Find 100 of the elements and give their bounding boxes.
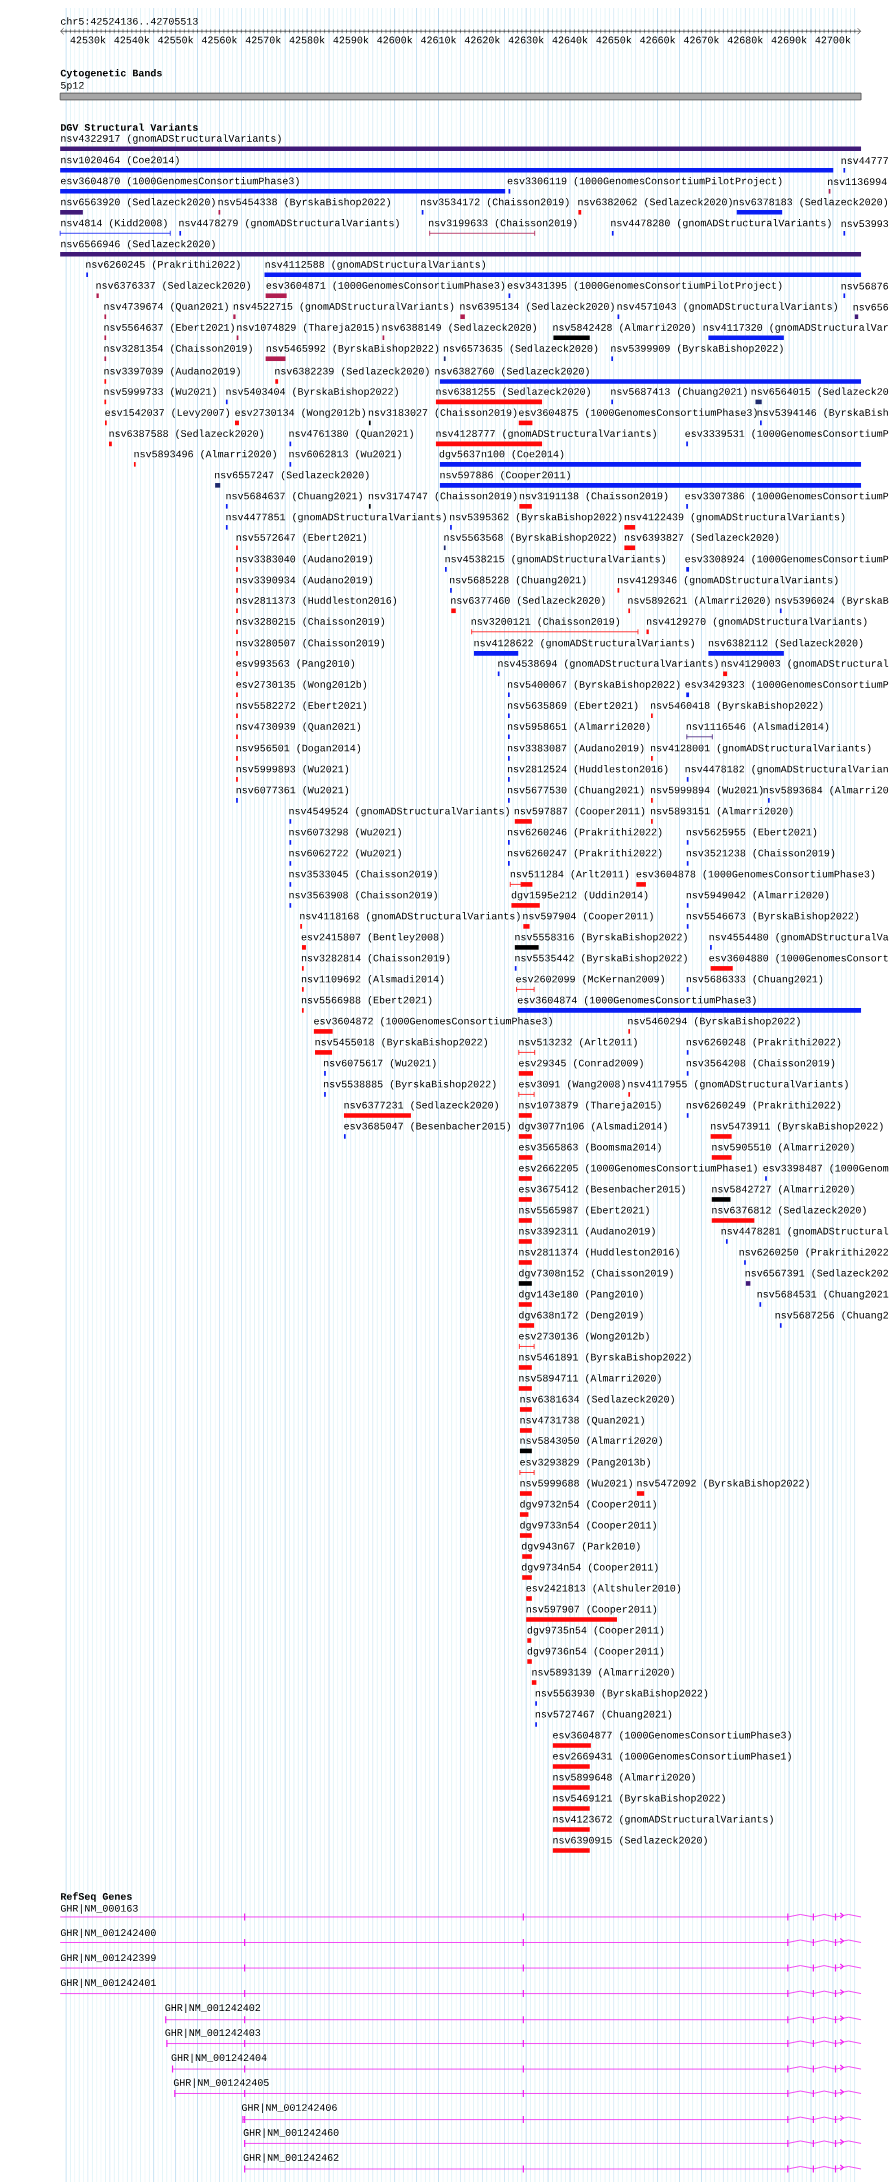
variant-label: nsv4129346 (gnomADStructuralVariants): [618, 576, 838, 586]
variant-label: nsv956501 (Dogan2014): [236, 744, 361, 754]
variant-label: nsv3200121 (Chaisson2019): [471, 617, 620, 627]
variant-label: nsv5563930 (ByrskaBishop2022): [535, 1689, 708, 1699]
variant-label: nsv5472092 (ByrskaBishop2022): [637, 1479, 809, 1489]
variant-label: esv3604880 (1000GenomesConsort: [709, 954, 888, 964]
variant-label: dgv9735n54 (Cooper2011): [527, 1626, 664, 1636]
variant-label: nsv3534172 (Chaisson2019): [421, 198, 569, 208]
variant-label: nsv56876: [841, 282, 889, 290]
variant-label: nsv3521238 (Chaisson2019): [686, 849, 835, 859]
gene-label: GHR|NM_001242402: [165, 2003, 261, 2013]
variant-label: nsv2811373 (Huddleston2016): [236, 596, 397, 606]
variant-label: nsv5999893 (Wu2021): [236, 765, 349, 775]
variant-label: nsv5842428 (Almarri2020): [553, 323, 695, 333]
variant-label: nsv3383087 (Audano2019): [507, 744, 644, 754]
variant-label: nsv4129270 (gnomADStructuralVariants): [647, 617, 867, 627]
variant-label: esv3307386 (1000GenomesConsortiumP: [685, 492, 889, 502]
variant-label: nsv5566988 (Ebert2021): [301, 996, 432, 1006]
variant-label: esv2662205 (1000GenomesConsortiumPhase1): [519, 1164, 757, 1174]
variant-label: nsv5687256 (Chuang2: [775, 1311, 888, 1321]
variant-label: nsv4761380 (Quan2021): [289, 429, 413, 439]
variant-label: nsv1116546 (Alsmadi2014): [686, 722, 829, 732]
variant-label: nsv6077361 (Wu2021): [236, 786, 349, 796]
variant-label: nsv6387588 (Sedlazeck2020): [109, 429, 263, 439]
variant-label: nsv5727467 (Chuang2021): [535, 1710, 672, 1720]
tick-label: 42650k: [596, 36, 632, 44]
variant-label: nsv4538694 (gnomADStructuralVariants): [498, 659, 718, 669]
variant-label: nsv6073298 (Wu2021): [289, 828, 401, 838]
variant-label: nsv4538215 (gnomADStructuralVariants): [445, 555, 665, 565]
variant-label: nsv5958651 (Almarri2020): [507, 722, 650, 732]
variant-label: nsv3280215 (Chaisson2019): [236, 617, 385, 627]
variant-label: dgv9736n54 (Cooper2011): [527, 1647, 664, 1657]
variant-label: nsv5684531 (Chuang2021: [757, 1290, 889, 1300]
variant-label: nsv513232 (Arlt2011): [519, 1038, 637, 1048]
tick-label: 42680k: [727, 36, 763, 44]
variant-label: nsv6377460 (Sedlazeck2020): [451, 596, 605, 606]
variant-label: esv3604872 (1000GenomesConsortiumPhase3): [314, 1017, 552, 1027]
variant-label: nsv4814 (Kidd2008): [61, 219, 167, 229]
variant-label: nsv4554480 (gnomADStructuralVa: [709, 933, 889, 943]
variant-label: nsv4122439 (gnomADStructuralVariants): [624, 513, 845, 523]
variant-label: nsv3199633 (Chaisson2019): [429, 219, 577, 229]
variant-label: dgv3077n106 (Alsmadi2014): [519, 1122, 667, 1132]
variant-label: esv3293829 (Pang2013b): [520, 1458, 650, 1468]
variant-label: esv3685047 (Besenbacher2015): [344, 1122, 510, 1132]
variant-label: nsv5394146 (ByrskaBish: [757, 408, 888, 418]
variant-label: nsv3533045 (Chaisson2019): [289, 870, 437, 880]
variant-label: nsv3281354 (Chaisson2019): [104, 344, 252, 354]
variant-label: nsv6376812 (Sedlazeck2020): [712, 1206, 866, 1216]
variant-label: esv3091 (Wang2008): [519, 1080, 625, 1090]
variant-label: nsv5999894 (Wu2021): [651, 786, 763, 796]
variant-label: nsv5843050 (Almarri2020): [520, 1436, 662, 1446]
variant-label: nsv5892621 (Almarri2020): [628, 596, 770, 606]
variant-label: nsv5893139 (Almarri2020): [532, 1668, 674, 1678]
variant-label: esv3675412 (Besenbacher2015): [519, 1185, 685, 1195]
variant-label: esv2730134 (Wong2012b): [235, 408, 365, 418]
variant-label: nsv597886 (Cooper2011): [440, 471, 570, 481]
variant-label: esv2669431 (1000GenomesConsortiumPhase1): [553, 1752, 791, 1762]
variant-label: nsv5893496 (Almarri2020): [134, 450, 276, 460]
tick-label: 42530k: [70, 36, 106, 44]
variant-label: nsv5565987 (Ebert2021): [519, 1206, 649, 1216]
variant-label: nsv5582272 (Ebert2021): [236, 701, 367, 711]
tick-label: 42670k: [683, 36, 719, 44]
variant-label: nsv6388149 (Sedlazeck2020): [382, 323, 536, 333]
variant-label: dgv9734n54 (Cooper2011): [521, 1563, 658, 1573]
tick-label: 42590k: [333, 36, 369, 44]
variant-label: nsv4478182 (gnomADStructuralVarian: [685, 765, 888, 775]
variant-label: dgv943n67 (Park2010): [521, 1542, 640, 1552]
variant-label: nsv5460418 (ByrskaBishop2022): [651, 701, 823, 711]
variant-label: nsv6382062 (Sedlazeck2020): [578, 198, 732, 208]
variant-label: nsv597887 (Cooper2011): [514, 807, 645, 817]
variant-label: nsv4730939 (Quan2021): [236, 722, 361, 732]
variant-label: nsv4128777 (gnomADStructuralVariants): [436, 429, 656, 439]
variant-label: nsv6564015 (Sedlazeck20: [751, 387, 889, 397]
position-label: chr5:42524136..42705513: [61, 17, 198, 25]
tick-label: 42660k: [640, 36, 676, 44]
variant-label: dgv7308n152 (Chaisson2019): [519, 1269, 673, 1279]
variant-label: nsv4731738 (Quan2021): [520, 1416, 644, 1426]
variant-label: nsv3383040 (Audano2019): [236, 555, 373, 565]
variant-label: nsv3392311 (Audano2019): [519, 1227, 655, 1237]
variant-label: nsv4549524 (gnomADStructuralVariants): [289, 807, 509, 817]
variant-label: nsv5455018 (ByrskaBishop2022): [315, 1038, 487, 1048]
variant-label: esv3604877 (1000GenomesConsortiumPhase3): [553, 1731, 791, 1741]
variant-label: esv993563 (Pang2010): [236, 659, 355, 669]
variant-label: nsv5400067 (ByrskaBishop2022): [507, 680, 680, 690]
variant-label: nsv5572647 (Ebert2021): [236, 533, 367, 543]
variant-label: esv2730136 (Wong2012b): [519, 1332, 649, 1342]
variant-label: nsv5949042 (Almarri2020): [686, 891, 829, 901]
tick-label: 42610k: [421, 36, 456, 44]
variant-label: dgv143e180 (Pang2010): [519, 1290, 643, 1300]
variant-label: nsv4117320 (gnomADStructuralVar: [703, 323, 888, 333]
variant-label: nsv3280507 (Chaisson2019): [236, 639, 385, 649]
variant-label: esv2415807 (Bentley2008): [301, 933, 444, 943]
variant-label: nsv6378183 (Sedlazeck2020): [733, 198, 888, 208]
gene-label: GHR|NM_001242406: [242, 2103, 337, 2113]
variant-label: dgv9732n54 (Cooper2011): [520, 1500, 656, 1510]
variant-label: nsv1073879 (Thareja2015): [519, 1101, 661, 1111]
variant-label: nsv3191138 (Chaisson2019): [519, 492, 668, 502]
gene-label: GHR|NM_001242404: [171, 2053, 267, 2063]
variant-label: nsv6260249 (Prakrithi2022): [686, 1101, 841, 1111]
variant-label: nsv3183027 (Chaisson2019): [368, 408, 517, 418]
